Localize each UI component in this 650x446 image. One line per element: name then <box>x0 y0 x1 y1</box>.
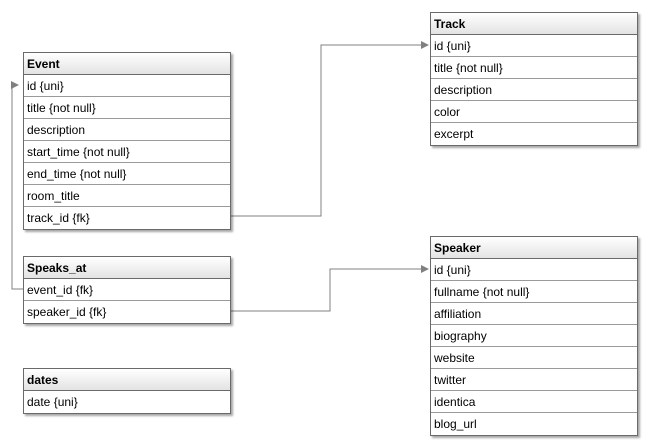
entity-field: title {not null} <box>24 97 230 119</box>
connector-speaksat-event <box>11 81 23 290</box>
entity-field: speaker_id {fk} <box>27 305 107 319</box>
entity-field: track_id {fk} <box>27 211 90 225</box>
entity-field: identica <box>431 391 637 413</box>
entity-field: room_title <box>24 185 230 207</box>
entity-title: Track <box>431 13 637 35</box>
entity-field: event_id {fk} <box>24 279 230 301</box>
entity-field: biography <box>431 325 637 347</box>
entity-title: Event <box>24 53 230 75</box>
entity-field: id {uni} <box>431 35 637 57</box>
entity-speaker[interactable]: Speaker id {uni} fullname {not null} aff… <box>430 236 638 436</box>
entity-speaks-at[interactable]: Speaks_at event_id {fk} speaker_id {fk} <box>23 256 231 324</box>
connector-event-track <box>231 41 429 217</box>
entity-track[interactable]: Track id {uni} title {not null} descript… <box>430 12 638 146</box>
entity-field: fullname {not null} <box>431 281 637 303</box>
entity-field: id {uni} <box>431 259 637 281</box>
entity-field: id {uni} <box>24 75 230 97</box>
entity-field: end_time {not null} <box>24 163 230 185</box>
entity-field: start_time {not null} <box>24 141 230 163</box>
entity-field: twitter <box>431 369 637 391</box>
entity-field: date {uni} <box>27 395 78 409</box>
entity-title: Speaker <box>431 237 637 259</box>
entity-field: website <box>431 347 637 369</box>
entity-title: Speaks_at <box>24 257 230 279</box>
entity-title: dates <box>24 369 230 391</box>
entity-field: blog_url <box>434 417 477 431</box>
entity-field: affiliation <box>431 303 637 325</box>
entity-field: description <box>24 119 230 141</box>
entity-event[interactable]: Event id {uni} title {not null} descript… <box>23 52 231 230</box>
entity-field: color <box>431 101 637 123</box>
entity-field: excerpt <box>434 127 474 141</box>
entity-field: description <box>431 79 637 101</box>
entity-field: title {not null} <box>431 57 637 79</box>
connector-speaksat-speaker <box>231 265 429 312</box>
entity-dates[interactable]: dates date {uni} <box>23 368 231 414</box>
